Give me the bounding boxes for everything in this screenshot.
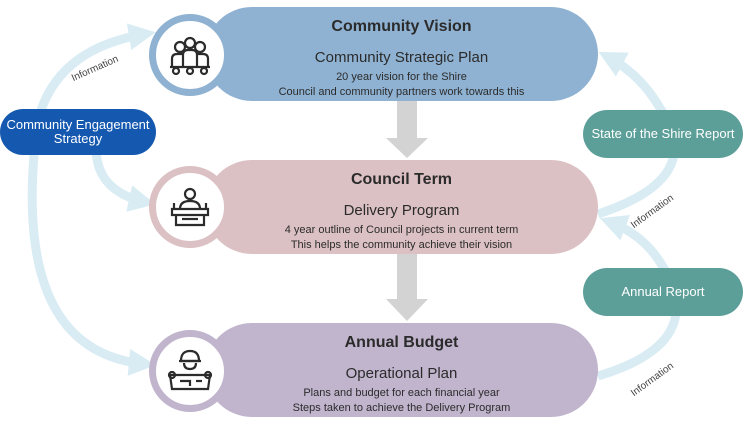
- vision-subtitle: Community Strategic Plan: [314, 49, 489, 66]
- left-arc-to-budget: [27, 154, 156, 376]
- down-arrow-vision-to-term: [386, 101, 428, 158]
- vision-line-2: Council and community partners work towa…: [278, 86, 525, 98]
- community-people-icon: [149, 14, 231, 96]
- budget-title: Annual Budget: [344, 334, 459, 351]
- term-title: Council Term: [350, 171, 453, 188]
- community-engagement-strategy-pill: Community Engagement Strategy: [0, 109, 156, 155]
- vision-title: Community Vision: [331, 18, 472, 35]
- council-term-box: Council Term Delivery Program 4 year out…: [205, 160, 598, 254]
- budget-line-2: Steps taken to achieve the Delivery Prog…: [292, 402, 511, 414]
- community-vision-box: Community Vision Community Strategic Pla…: [205, 7, 598, 101]
- state-report-label: State of the Shire Report: [591, 126, 735, 141]
- state-of-the-shire-report-pill: State of the Shire Report: [583, 110, 743, 158]
- budget-subtitle: Operational Plan: [345, 365, 458, 382]
- engagement-label: Community Engagement Strategy: [6, 117, 150, 146]
- term-line-2: This helps the community achieve their v…: [290, 239, 513, 251]
- down-arrow-term-to-budget: [386, 254, 428, 321]
- annual-report-pill: Annual Report: [583, 268, 743, 316]
- annual-budget-box: Annual Budget Operational Plan Plans and…: [205, 323, 598, 417]
- term-subtitle: Delivery Program: [343, 202, 460, 219]
- council-lectern-icon: [149, 166, 231, 248]
- budget-line-1: Plans and budget for each financial year: [303, 387, 500, 399]
- vision-line-1: 20 year vision for the Shire: [336, 71, 467, 83]
- worker-blueprint-icon: [149, 330, 231, 412]
- annual-report-label: Annual Report: [621, 284, 705, 299]
- term-line-1: 4 year outline of Council projects in cu…: [284, 224, 519, 236]
